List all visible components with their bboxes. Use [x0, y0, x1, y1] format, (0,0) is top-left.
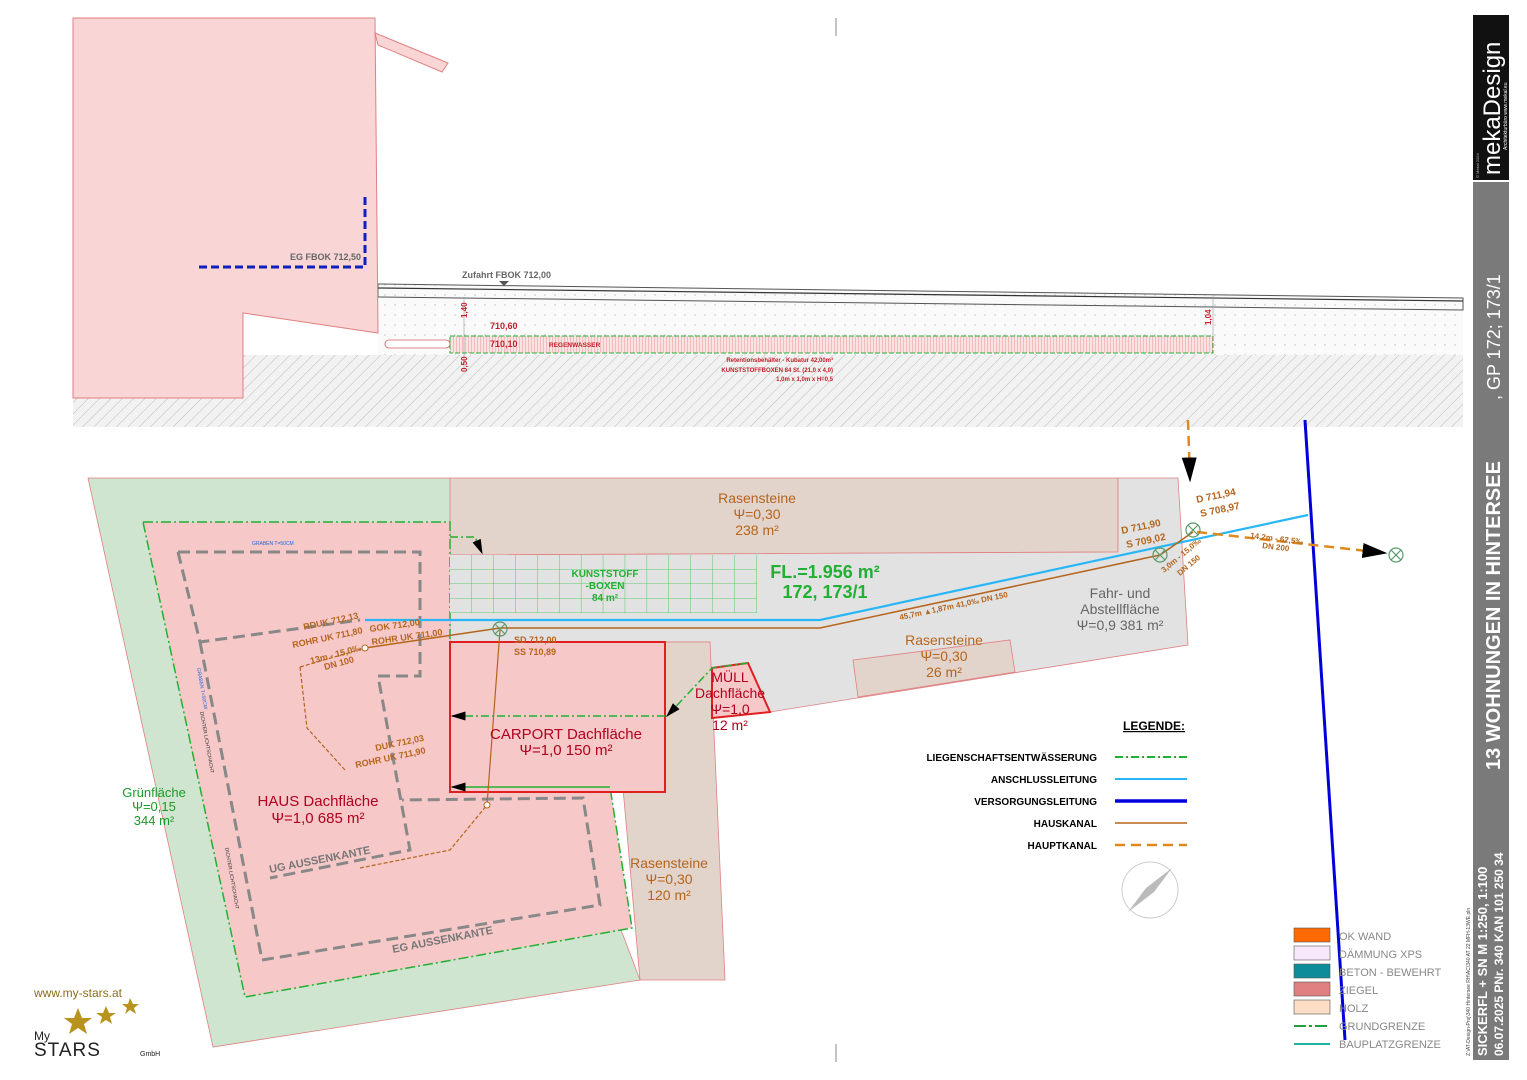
- level-top: 710,60: [490, 321, 518, 331]
- legend-label: HAUPTKANAL: [1028, 841, 1097, 852]
- label: DN 200: [1262, 541, 1291, 553]
- label: CARPORT Dachfläche: [490, 726, 642, 743]
- plan-title: SICKERFL + SN M 1:250, 1:100: [1475, 867, 1490, 1056]
- label: Ψ=0,15: [132, 799, 176, 814]
- label: 238 m²: [735, 522, 779, 538]
- total-area-label: FL.=1.956 m²: [770, 562, 880, 582]
- label: SS 710,89: [514, 647, 556, 657]
- parcel-number: , GP 172; 173/1: [1484, 274, 1504, 400]
- anschlussleitung: [365, 513, 1309, 622]
- logo: [1473, 15, 1509, 180]
- graben-label: GRABEN T=50CM: [252, 541, 294, 547]
- rasensteine-mid-area: [852, 639, 1016, 698]
- legend-label: LIEGENSCHAFTSENTWÄSSERUNG: [926, 751, 1097, 764]
- my-stars-logo: www.my-stars.at My STARS GmbH: [33, 986, 160, 1061]
- material-label: DÄMMUNG XPS: [1339, 949, 1422, 961]
- supply-line-section: [195, 197, 367, 269]
- file-path: Z:\AT-Design-Proj\340 Hintersee RH\AC\34…: [1466, 908, 1472, 1056]
- label: Ψ=1,0 150 m²: [520, 742, 613, 759]
- material-label: OK WAND: [1339, 931, 1391, 943]
- brand-suffix: GmbH: [140, 1051, 160, 1058]
- label: -BOXEN: [586, 581, 625, 592]
- zufahrt-fbok-label: Zufahrt FBOK 712,00: [462, 270, 551, 280]
- material-label: ZIEGEL: [1339, 985, 1378, 997]
- material-label: HOLZ: [1339, 1003, 1369, 1015]
- label: Abstellfläche: [1080, 601, 1160, 617]
- title-block: mekaDesign Architekturbüro www.mekal.eu …: [1466, 15, 1509, 1060]
- carport-area: [449, 641, 666, 793]
- legend-label: ANSCHLUSSLEITUNG: [991, 775, 1097, 786]
- haus-area: [142, 521, 633, 998]
- star-icon: [64, 998, 139, 1034]
- material-label: BETON - BEWEHRT: [1339, 967, 1442, 979]
- label: MÜLL: [711, 668, 749, 685]
- label: 26 m²: [926, 664, 962, 680]
- label: Dachfläche: [695, 685, 765, 701]
- label: Ψ=0,30: [733, 506, 780, 522]
- label: Grünfläche: [122, 785, 186, 800]
- brand-name: STARS: [34, 1040, 101, 1061]
- versorgungsleitung: [1303, 419, 1347, 1041]
- swatch: [1293, 945, 1331, 961]
- copyright: © Mekal 2024: [1475, 152, 1480, 178]
- roof-edge: [374, 32, 449, 73]
- level-bottom: 710,10: [490, 339, 518, 349]
- kunststoff-boxes: [450, 555, 757, 613]
- hauskanal: [364, 531, 1194, 649]
- legend-label: HAUSKANAL: [1034, 819, 1097, 830]
- logo-subtitle: Architekturbüro www.mekal.eu: [1503, 82, 1509, 150]
- legend-label: VERSORGUNGSLEITUNG: [974, 797, 1097, 808]
- label: Ψ=0,9 381 m²: [1077, 617, 1164, 633]
- project-title: 13 WOHNUNGEN IN HINTERSEE: [1483, 461, 1505, 770]
- inflow-pipe: [384, 339, 451, 349]
- legend-title: LEGENDE:: [1123, 719, 1185, 733]
- dim-104: 1,04: [1204, 309, 1213, 325]
- label: Fahr- und: [1090, 585, 1151, 601]
- label: 12 m²: [712, 717, 748, 733]
- label: 120 m²: [647, 887, 691, 903]
- manhole-icon: [492, 522, 1404, 637]
- title-bar: [1473, 182, 1509, 1060]
- retention-note: Retentionsbehälter - Kubatur 42,00m³: [726, 357, 833, 364]
- swatch: [1293, 927, 1331, 943]
- dim-140: 1,40: [460, 302, 469, 318]
- label: Ψ=1,0 685 m²: [272, 810, 365, 827]
- plan-date-number: 06.07.2025 PNr. 340 KAN 101 250 34: [1492, 852, 1506, 1056]
- site-plan: Rasensteine Ψ=0,30 238 m² KUNSTSTOFF -BO…: [87, 419, 1404, 1048]
- brand-top: My: [34, 1029, 50, 1043]
- label: 344 m²: [134, 813, 175, 828]
- legend: LEGENDE: LIEGENSCHAFTSENTWÄSSERUNG ANSCH…: [926, 719, 1187, 919]
- parcel-label: 172, 173/1: [782, 582, 867, 602]
- label: KUNSTSTOFF: [571, 569, 638, 580]
- label: Rasensteine: [905, 632, 983, 648]
- swatch: [1293, 999, 1331, 1015]
- label: Ψ=1,0: [710, 701, 750, 717]
- sponsor-url: www.my-stars.at: [33, 986, 123, 1000]
- material-label: GRUNDGRENZE: [1339, 1021, 1425, 1033]
- building-section: [72, 17, 379, 399]
- eg-fbok-label: EG FBOK 712,50: [290, 252, 361, 262]
- dim-050: 0,50: [460, 356, 469, 372]
- retention-note: KUNSTSTOFFBOXEN 84 St. (21,0 x 4,0): [721, 368, 833, 374]
- regenwasser-label: REGENWASSER: [549, 342, 601, 349]
- swatch: [1293, 981, 1331, 997]
- logo-text: mekaDesign: [1479, 42, 1506, 175]
- label: HAUS Dachfläche: [258, 793, 379, 810]
- area-labels: Rasensteine Ψ=0,30 238 m² KUNSTSTOFF -BO…: [122, 490, 1164, 903]
- section-view: EG FBOK 712,50 Zufahrt FBOK 712,00 1,40 …: [72, 17, 1464, 427]
- north-arrow-icon: [1121, 861, 1179, 919]
- label: 84 m²: [592, 593, 619, 604]
- label: Ψ=0,30: [920, 648, 967, 664]
- material-legend: OK WAND DÄMMUNG XPS BETON - BEWEHRT ZIEG…: [1293, 927, 1442, 1051]
- eg-outline: [198, 641, 602, 962]
- label: SD 712,00: [514, 635, 557, 645]
- hauptkanal: [1181, 419, 1197, 483]
- label: Rasensteine: [718, 490, 796, 506]
- label: Rasensteine: [630, 855, 708, 871]
- retention-note: 1,0m x 1,0m x H=0,5: [776, 377, 834, 383]
- label: Ψ=0,30: [645, 871, 692, 887]
- swatch: [1293, 963, 1331, 979]
- material-label: BAUPLATZGRENZE: [1339, 1039, 1441, 1051]
